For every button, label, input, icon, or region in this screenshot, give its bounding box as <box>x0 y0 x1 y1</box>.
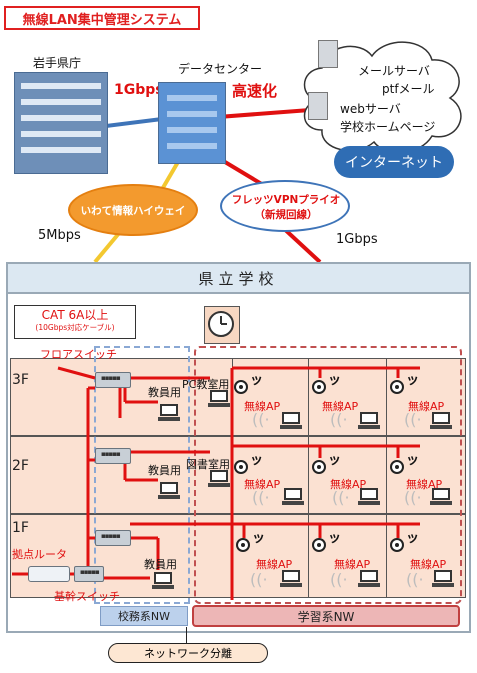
laptop-2f-1-icon <box>282 488 304 506</box>
ap-2f-2-label: 無線AP <box>330 478 367 491</box>
network-separation-pill: ネットワーク分離 <box>108 643 268 663</box>
ap-2f-1-label: 無線AP <box>244 478 281 491</box>
flets-sub-label: （新規回線） <box>254 209 318 221</box>
pref-office-label: 岩手県庁 <box>33 56 82 70</box>
system-title: 無線LAN集中管理システム <box>4 6 200 30</box>
floor-3 <box>10 358 466 436</box>
pc-room-label: PC教室用 <box>182 378 230 391</box>
floor-switch-label: フロアスイッチ <box>40 348 117 361</box>
school-frame <box>6 294 471 633</box>
teacher-pc-2f-icon <box>158 482 180 500</box>
ap-1f-3-label: 無線AP <box>410 558 447 571</box>
floor-1-label: 1F <box>12 520 29 536</box>
pref-office-building-icon <box>14 72 108 174</box>
floor-switch-3f <box>95 372 131 388</box>
library-label: 図書室用 <box>186 458 230 471</box>
school-homepage-label: 学校ホームページ <box>340 120 436 134</box>
teacher-label-1f: 教員用 <box>144 558 177 571</box>
laptop-3f-3-icon <box>430 412 452 430</box>
wifi-1f-2-icon: ((· <box>330 570 348 589</box>
laptop-3f-1-icon <box>280 412 302 430</box>
cat6a-sub-label: (10Gbps対応ケーブル) <box>35 323 115 332</box>
core-switch-icon <box>74 566 104 582</box>
floor-1 <box>10 514 466 598</box>
wifi-2f-3-icon: ((· <box>404 488 422 507</box>
ap-1f-1-icon <box>236 538 250 552</box>
floor-2 <box>10 436 466 514</box>
ap-1f-3-icon <box>390 538 404 552</box>
teacher-label-2f: 教員用 <box>148 464 181 477</box>
flets-bandwidth: 1Gbps <box>336 232 378 247</box>
laptop-1f-1-icon <box>280 570 302 588</box>
wifi-3f-1-icon: ((· <box>252 410 270 429</box>
mail-server-label: メールサーバ <box>358 64 430 78</box>
datacenter-building-icon <box>158 82 226 164</box>
separation-connector <box>186 627 187 643</box>
internet-badge: インターネット <box>334 146 454 178</box>
web-server-label: webサーバ <box>340 102 401 116</box>
laptop-1f-2-icon <box>358 570 380 588</box>
wifi-3f-2-icon: ((· <box>330 410 348 429</box>
laptop-1f-3-icon <box>432 570 454 588</box>
cat6a-label: CAT 6A以上 <box>41 308 109 322</box>
speedup-label: 高速化 <box>232 82 278 100</box>
ap-2f-3-label: 無線AP <box>406 478 443 491</box>
base-router-icon <box>28 566 70 582</box>
wifi-2f-1-icon: ((· <box>252 488 270 507</box>
floor-switch-2f <box>95 448 131 464</box>
ap-1f-2-icon <box>312 538 326 552</box>
core-switch-label: 基幹スイッチ <box>54 590 120 603</box>
ptf-mail-label: ptfメール <box>382 82 435 96</box>
wifi-3f-3-icon: ((· <box>404 410 422 429</box>
teacher-label-3f: 教員用 <box>148 386 181 399</box>
school-header: 県立学校 <box>6 262 471 294</box>
wifi-1f-1-icon: ((· <box>250 570 268 589</box>
floor-switch-1f <box>95 530 131 546</box>
mail-server-icon <box>318 40 338 68</box>
ap-1f-1-label: 無線AP <box>256 558 293 571</box>
ap-3f-3-label: 無線AP <box>408 400 445 413</box>
ap-3f-2-label: 無線AP <box>322 400 359 413</box>
ap-1f-2-label: 無線AP <box>334 558 371 571</box>
ap-3f-2-icon <box>312 380 326 394</box>
floor-3-label: 3F <box>12 372 29 388</box>
library-pc-icon <box>208 470 230 488</box>
laptop-2f-3-icon <box>430 488 452 506</box>
highway-bandwidth: 5Mbps <box>38 228 81 243</box>
pc-room-pc-icon <box>208 390 230 408</box>
web-server-icon <box>308 92 328 120</box>
admin-nw-boundary <box>94 346 190 604</box>
laptop-2f-2-icon <box>358 488 380 506</box>
base-router-label: 拠点ルータ <box>12 548 67 561</box>
learning-nw-tag: 学習系NW <box>192 605 460 627</box>
ap-3f-1-label: 無線AP <box>244 400 281 413</box>
ap-2f-3-icon <box>390 460 404 474</box>
cat6a-callout: CAT 6A以上 (10Gbps対応ケーブル) <box>14 305 136 339</box>
ap-3f-1-icon <box>234 380 248 394</box>
laptop-3f-2-icon <box>358 412 380 430</box>
teacher-pc-3f-icon <box>158 404 180 422</box>
ap-3f-3-icon <box>390 380 404 394</box>
teacher-pc-1f-icon <box>152 572 174 590</box>
wifi-2f-2-icon: ((· <box>332 488 350 507</box>
flets-label: フレッツVPNプライオ <box>231 194 341 206</box>
floor-2-label: 2F <box>12 458 29 474</box>
wifi-1f-3-icon: ((· <box>406 570 424 589</box>
datacenter-label: データセンター <box>178 62 263 76</box>
pref-link-speed: 1Gbps <box>114 82 164 98</box>
ap-2f-2-icon <box>312 460 326 474</box>
ap-2f-1-icon <box>234 460 248 474</box>
highway-network: いわて情報ハイウェイ <box>68 184 198 236</box>
flets-network <box>220 180 350 232</box>
learning-nw-boundary <box>194 346 462 604</box>
admin-nw-tag: 校務系NW <box>100 606 188 626</box>
clock-icon <box>204 306 240 344</box>
